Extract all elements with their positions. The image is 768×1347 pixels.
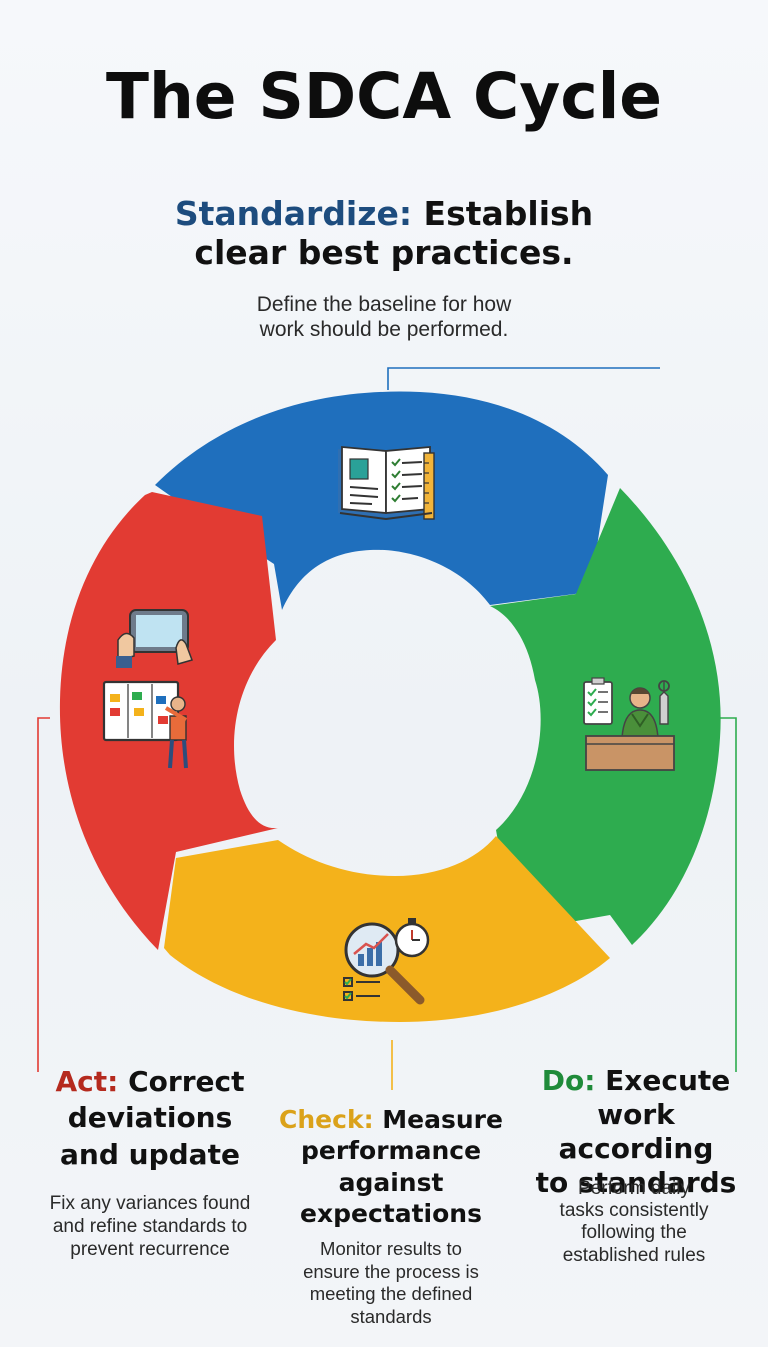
act-desc-line1: Fix any variances found <box>49 1193 251 1214</box>
do-desc-line4: established rules <box>562 1244 706 1266</box>
check-desc-line4: standards <box>350 1305 432 1327</box>
do-desc-line3: following the <box>581 1222 687 1244</box>
act-heading-line3: and update <box>60 1137 240 1171</box>
standardize-connector <box>387 367 660 390</box>
check-keyword: Check: <box>279 1105 374 1134</box>
worker-at-desk-icon <box>583 677 675 771</box>
check-heading-line2: performance <box>300 1136 482 1166</box>
do-connector <box>718 717 737 1072</box>
open-book-checklist-icon <box>338 446 435 521</box>
do-heading-line2: work according <box>558 1098 714 1166</box>
check-heading-line3: against <box>338 1167 444 1197</box>
do-heading: Do: Execute work according to standards <box>516 1064 756 1201</box>
do-desc-line2: tasks consistently <box>559 1200 709 1222</box>
standardize-desc-line2: work should be performed. <box>259 318 509 342</box>
check-desc-line3: meeting the defined <box>309 1283 473 1305</box>
act-heading: Act: Correct deviations and update <box>12 1064 288 1173</box>
standardize-heading-line2: clear best practices. <box>194 232 574 272</box>
act-desc-line3: prevent recurrence <box>70 1239 230 1261</box>
check-description: Monitor results to ensure the process is… <box>270 1238 512 1328</box>
do-description: Perform daily tasks consistently followi… <box>530 1178 738 1267</box>
do-keyword: Do: <box>541 1064 596 1097</box>
check-heading-line1: Measure <box>382 1105 503 1134</box>
check-heading-line4: expectations <box>300 1198 482 1228</box>
standardize-heading: Standardize: Establish clear best practi… <box>120 194 648 273</box>
act-keyword: Act: <box>55 1065 119 1098</box>
page-title: The SDCA Cycle <box>105 60 663 133</box>
act-heading-line1: Correct <box>128 1065 245 1098</box>
do-desc-line1: Perform daily <box>578 1178 690 1199</box>
act-heading-line2: deviations <box>67 1101 233 1135</box>
do-heading-line1: Execute <box>605 1064 731 1097</box>
act-description: Fix any variances found and refine stand… <box>18 1192 282 1262</box>
standardize-desc-line1: Define the baseline for how <box>256 293 512 316</box>
tablet-kanban-board-icon <box>102 609 193 769</box>
act-desc-line2: and refine standards to <box>52 1216 248 1238</box>
do-heading-line3: to standards <box>535 1166 737 1200</box>
magnifier-stopwatch-icon <box>343 918 430 1005</box>
act-connector <box>37 717 50 1072</box>
check-desc-line2: ensure the process is <box>303 1260 479 1282</box>
check-heading: Check: Measure performance against expec… <box>262 1104 520 1229</box>
standardize-heading-line1: Establish <box>423 194 594 233</box>
standardize-keyword: Standardize: <box>174 194 413 233</box>
standardize-description: Define the baseline for how work should … <box>200 292 568 342</box>
check-desc-line1: Monitor results to <box>320 1238 462 1259</box>
